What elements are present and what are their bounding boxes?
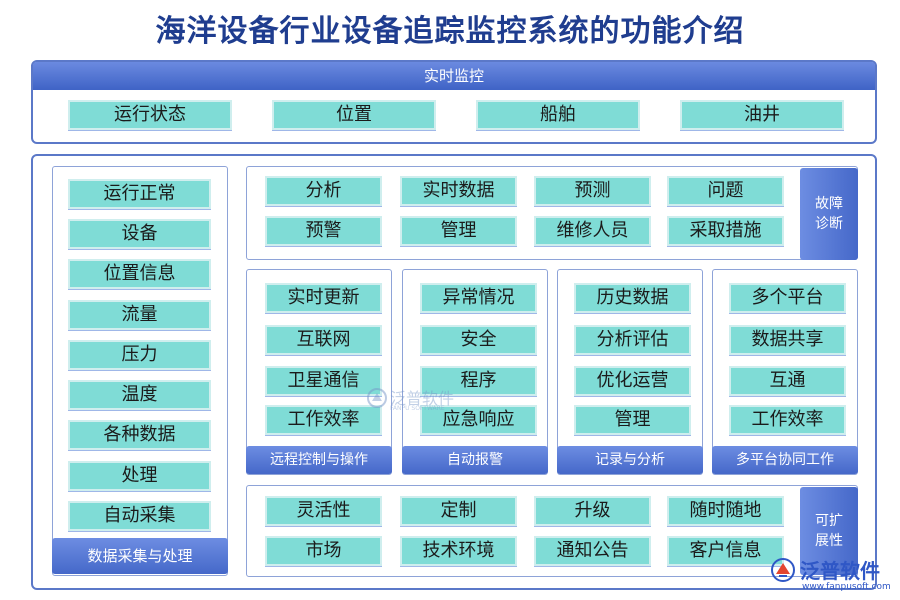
data-collect-item: 运行正常 [68, 179, 211, 209]
scalability-item: 技术环境 [400, 536, 517, 566]
scalability-label-line: 可扩 [815, 513, 843, 529]
data-collect-item: 温度 [68, 380, 211, 410]
data-collect-item: 各种数据 [68, 420, 211, 450]
fault-item: 预测 [534, 176, 651, 206]
data-collect-item: 流量 [68, 300, 211, 330]
watermark-logo-icon [367, 388, 387, 408]
fault-item: 采取措施 [667, 216, 784, 246]
fault-item: 问题 [667, 176, 784, 206]
scalability-item: 市场 [265, 536, 382, 566]
group-item: 异常情况 [420, 283, 537, 313]
brand-logo-url: www.fanpusoft.com [802, 582, 891, 592]
scalability-item: 客户信息 [667, 536, 784, 566]
watermark-brand: 泛普软件 [390, 389, 455, 408]
group-item: 工作效率 [729, 405, 846, 435]
data-collect-item: 自动采集 [68, 501, 211, 531]
realtime-item: 油井 [680, 100, 844, 130]
fault-label-line: 故障 [815, 196, 843, 212]
realtime-item: 船舶 [476, 100, 640, 130]
group-item: 实时更新 [265, 283, 382, 313]
realtime-item: 运行状态 [68, 100, 232, 130]
group-item: 优化运营 [574, 366, 691, 396]
watermark: 泛普软件 FANPU SOFTWARE [366, 383, 476, 417]
group-item: 互通 [729, 366, 846, 396]
scalability-item: 升级 [534, 496, 651, 526]
group-label-multiplatform: 多平台协同工作 [712, 446, 858, 474]
brand-logo-text: 泛普软件 [800, 559, 880, 583]
group-item: 管理 [574, 405, 691, 435]
scalability-item: 通知公告 [534, 536, 651, 566]
fault-label-line: 诊断 [815, 216, 843, 232]
fault-label: 故障 诊断 [800, 168, 858, 260]
group-item: 多个平台 [729, 283, 846, 313]
group-label-record: 记录与分析 [557, 446, 703, 474]
group-label-remote: 远程控制与操作 [246, 446, 392, 474]
data-collect-item: 设备 [68, 219, 211, 249]
group-item: 数据共享 [729, 325, 846, 355]
scalability-label-line: 展性 [815, 533, 843, 549]
data-collect-item: 压力 [68, 340, 211, 370]
fault-item: 管理 [400, 216, 517, 246]
fault-item: 预警 [265, 216, 382, 246]
watermark-sub: FANPU SOFTWARE [390, 405, 445, 412]
fault-item: 分析 [265, 176, 382, 206]
group-item: 互联网 [265, 325, 382, 355]
scalability-label: 可扩 展性 [800, 487, 858, 575]
group-label-alarm: 自动报警 [402, 446, 548, 474]
scalability-item: 定制 [400, 496, 517, 526]
data-collect-item: 处理 [68, 461, 211, 491]
group-item: 历史数据 [574, 283, 691, 313]
data-collect-label: 数据采集与处理 [52, 538, 228, 574]
realtime-item: 位置 [272, 100, 436, 130]
group-item: 分析评估 [574, 325, 691, 355]
brand-logo-icon [771, 558, 795, 582]
fault-item: 实时数据 [400, 176, 517, 206]
group-item: 程序 [420, 366, 537, 396]
group-item: 安全 [420, 325, 537, 355]
fault-item: 维修人员 [534, 216, 651, 246]
scalability-item: 随时随地 [667, 496, 784, 526]
realtime-header: 实时监控 [33, 62, 875, 90]
group-item: 应急响应 [420, 405, 537, 435]
scalability-item: 灵活性 [265, 496, 382, 526]
group-item: 工作效率 [265, 405, 382, 435]
page-title: 海洋设备行业设备追踪监控系统的功能介绍 [155, 14, 745, 49]
data-collect-item: 位置信息 [68, 259, 211, 289]
group-item: 卫星通信 [265, 366, 382, 396]
brand-logo: 泛普软件 www.fanpusoft.com [770, 555, 895, 597]
